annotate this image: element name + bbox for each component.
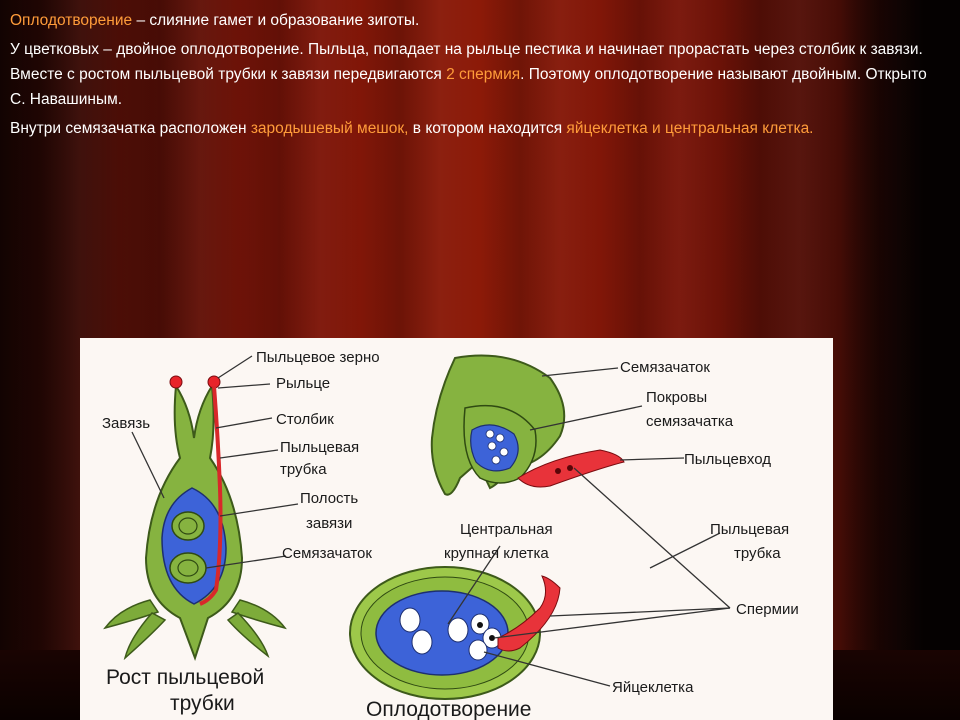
- label-integuments-line2: семязачатка: [646, 413, 734, 430]
- label-central-cell-line1: Центральная: [460, 521, 553, 538]
- paragraph-embryo-sac: Внутри семязачатка расположен зародышевы…: [10, 116, 945, 141]
- label-ovule-top: Семязачаток: [620, 359, 710, 376]
- curtain-shadow: [840, 0, 960, 720]
- leader-lines: [131, 355, 731, 687]
- label-pollen-tube-right-line1: Пыльцевая: [710, 521, 789, 538]
- paragraph-definition: Оплодотворение – слияние гамет и образов…: [10, 8, 945, 33]
- caption-pollen-tube-growth-line2: трубки: [170, 692, 235, 715]
- figure-labels: Пыльцевое зерно Рыльце Столбик Пыльцевая…: [102, 349, 799, 696]
- definition-text: – слияние гамет и образование зиготы.: [132, 12, 420, 29]
- embryo-sac-text-b: в котором находится: [408, 120, 567, 137]
- label-pollen-tube-line2: трубка: [280, 461, 327, 478]
- label-integuments-line1: Покровы: [646, 389, 707, 406]
- caption-pollen-tube-growth-line1: Рост пыльцевой: [106, 666, 264, 689]
- pistil-illustration: [103, 375, 287, 662]
- caption-fertilization: Оплодотворение: [366, 698, 531, 720]
- label-central-cell-line2: крупная клетка: [444, 545, 549, 562]
- figure-captions: Рост пыльцевой трубки Оплодотворение: [106, 666, 531, 720]
- embryo-sac-text-a: Внутри семязачатка расположен: [10, 120, 251, 137]
- label-ovule-left: Семязачаток: [282, 545, 372, 562]
- paragraph-double-fertilization: У цветковых – двойное оплодотворение. Пы…: [10, 37, 945, 112]
- highlight-egg-central-cell: яйцеклетка и центральная клетка.: [566, 120, 814, 137]
- label-egg-cell: Яйцеклетка: [612, 679, 694, 696]
- label-style: Столбик: [276, 411, 334, 428]
- highlight-two-sperms: 2 спермия: [446, 66, 521, 83]
- term-fertilization: Оплодотворение: [10, 12, 133, 29]
- label-pollen-tube-right-line2: трубка: [734, 545, 781, 562]
- label-sperm: Спермии: [736, 601, 799, 618]
- double-fertilization-text-b: . Поэтому оплодотворение называют двойны…: [10, 66, 927, 108]
- label-cavity-line2: завязи: [306, 515, 352, 532]
- highlight-embryo-sac: зародышевый мешок,: [250, 120, 409, 137]
- label-ovary: Завязь: [102, 415, 150, 432]
- label-cavity-line1: Полость: [300, 490, 358, 507]
- label-stigma: Рыльце: [276, 375, 330, 392]
- fertilization-diagram: Пыльцевое зерно Рыльце Столбик Пыльцевая…: [102, 349, 799, 720]
- diagram-panel: Пыльцевое зерно Рыльце Столбик Пыльцевая…: [80, 338, 833, 720]
- slide-text: Оплодотворение – слияние гамет и образов…: [10, 8, 945, 145]
- label-micropyle: Пыльцевход: [684, 451, 771, 468]
- double-fertilization-text-a: У цветковых – двойное оплодотворение. Пы…: [10, 41, 923, 83]
- fertilization-illustration: [349, 566, 561, 700]
- label-pollen-tube-line1: Пыльцевая: [280, 439, 359, 456]
- ovule-illustration: [430, 354, 625, 496]
- label-pollen-grain: Пыльцевое зерно: [256, 349, 380, 366]
